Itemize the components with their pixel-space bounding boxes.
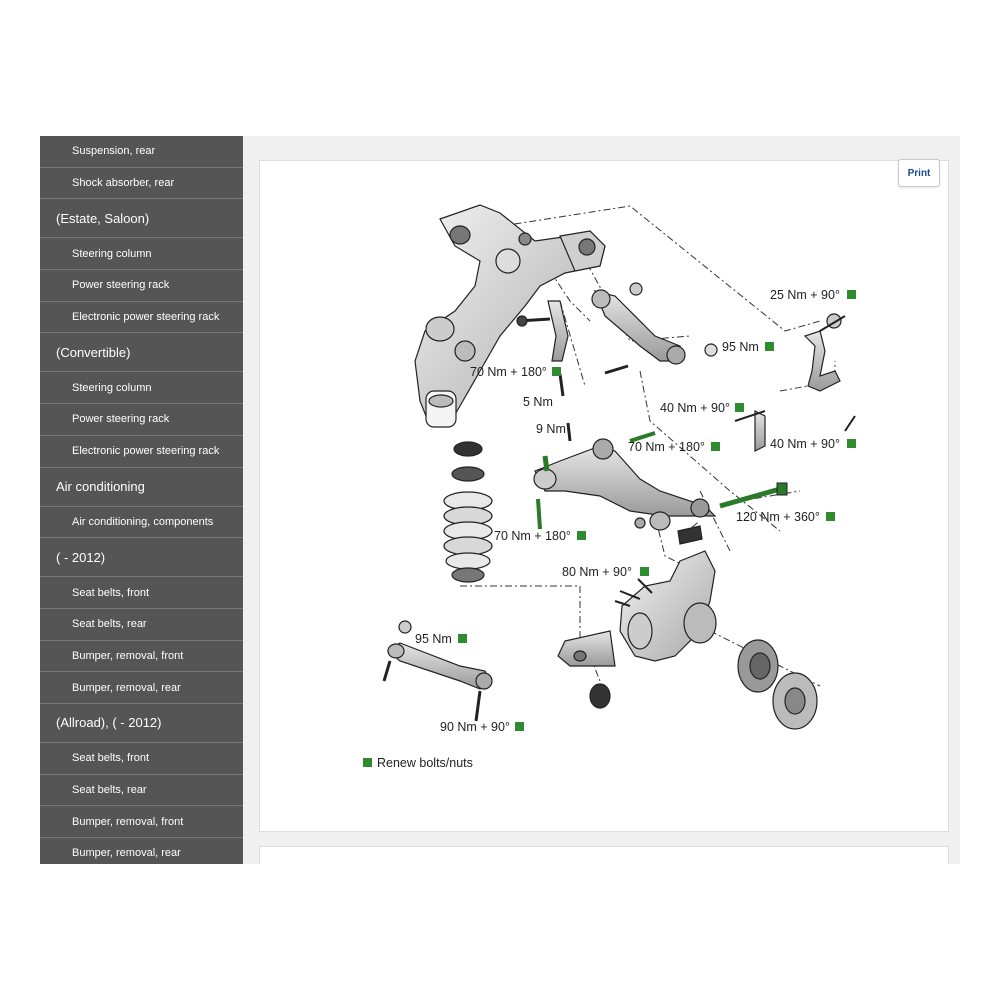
torque-label: 5 Nm (523, 395, 553, 409)
renew-marker (735, 403, 744, 412)
torque-label: 70 Nm + 180° (494, 529, 571, 543)
torque-label: 90 Nm + 90° (440, 720, 510, 734)
legend: Renew bolts/nuts (363, 756, 473, 770)
sidebar-item[interactable]: Bumper, removal, front (40, 641, 243, 673)
sidebar-item[interactable]: Power steering rack (40, 404, 243, 436)
sidebar-item[interactable]: Steering column (40, 372, 243, 405)
renew-marker (847, 439, 856, 448)
print-button-wrap: Print (898, 159, 940, 187)
print-button[interactable]: Print (898, 159, 940, 187)
torque-label: 70 Nm + 180° (628, 440, 705, 454)
torque-label: 40 Nm + 90° (660, 401, 730, 415)
sidebar-item[interactable]: Bumper, removal, rear (40, 672, 243, 704)
sidebar-item[interactable]: Electronic power steering rack (40, 436, 243, 468)
sidebar-group-heading[interactable]: Air conditioning (40, 468, 243, 507)
lower-control-arm (533, 438, 717, 531)
main-content: 25 Nm + 90° 95 Nm 70 Nm + 180° 5 Nm 40 N… (243, 136, 960, 864)
coil-spring (443, 441, 493, 583)
renew-marker (711, 442, 720, 451)
subframe (414, 204, 606, 428)
torque-label: 40 Nm + 90° (770, 437, 840, 451)
sidebar-group-heading[interactable]: (Estate, Saloon) (40, 199, 243, 239)
sidebar-group-heading[interactable]: (Convertible) (40, 333, 243, 373)
exploded-view-drawing: 25 Nm + 90° 95 Nm 70 Nm + 180° 5 Nm 40 N… (363, 204, 856, 770)
torque-label: 95 Nm (722, 340, 759, 354)
sidebar-item[interactable]: Seat belts, rear (40, 775, 243, 807)
torque-label: 80 Nm + 90° (562, 565, 632, 579)
secondary-panel (259, 846, 949, 864)
renew-marker (577, 531, 586, 540)
stabilizer-bar (754, 313, 842, 452)
wheel-hub (589, 639, 818, 730)
renew-marker (640, 567, 649, 576)
sidebar-item[interactable]: Electronic power steering rack (40, 302, 243, 334)
torque-label: 70 Nm + 180° (470, 365, 547, 379)
renew-marker (363, 758, 372, 767)
sidebar-item[interactable]: Bumper, removal, rear (40, 838, 243, 864)
renew-marker (826, 512, 835, 521)
upper-link (516, 300, 569, 362)
diagram-panel: 25 Nm + 90° 95 Nm 70 Nm + 180° 5 Nm 40 N… (259, 159, 949, 832)
lower-link (382, 620, 493, 722)
torque-label: 120 Nm + 360° (736, 510, 820, 524)
sidebar-item[interactable]: Seat belts, front (40, 577, 243, 609)
torque-label: 9 Nm (536, 422, 566, 436)
sidebar-group-heading[interactable]: ( - 2012) (40, 538, 243, 578)
sidebar-item[interactable]: Shock absorber, rear (40, 168, 243, 200)
legend-label: Renew bolts/nuts (377, 756, 473, 770)
suspension-diagram: 25 Nm + 90° 95 Nm 70 Nm + 180° 5 Nm 40 N… (260, 161, 948, 831)
renew-marker (515, 722, 524, 731)
torque-labels: 25 Nm + 90° 95 Nm 70 Nm + 180° 5 Nm 40 N… (415, 288, 856, 734)
renew-marker (458, 634, 467, 643)
sidebar-item[interactable]: Seat belts, front (40, 743, 243, 775)
sidebar-item[interactable]: Steering column (40, 238, 243, 271)
sidebar-group-heading[interactable]: (Allroad), ( - 2012) (40, 704, 243, 743)
sidebar-item[interactable]: Air conditioning, components (40, 507, 243, 539)
torque-label: 25 Nm + 90° (770, 288, 840, 302)
sidebar-item[interactable]: Seat belts, rear (40, 609, 243, 641)
sidebar-item[interactable]: Bumper, removal, front (40, 806, 243, 838)
upper-control-arm (591, 282, 718, 365)
bolts (536, 315, 856, 607)
sidebar-item[interactable]: Suspension, rear (40, 136, 243, 168)
bushing (634, 517, 703, 545)
sidebar-item[interactable]: Power steering rack (40, 270, 243, 302)
renew-marker (552, 367, 561, 376)
renew-marker (765, 342, 774, 351)
renew-marker (847, 290, 856, 299)
torque-label: 95 Nm (415, 632, 452, 646)
